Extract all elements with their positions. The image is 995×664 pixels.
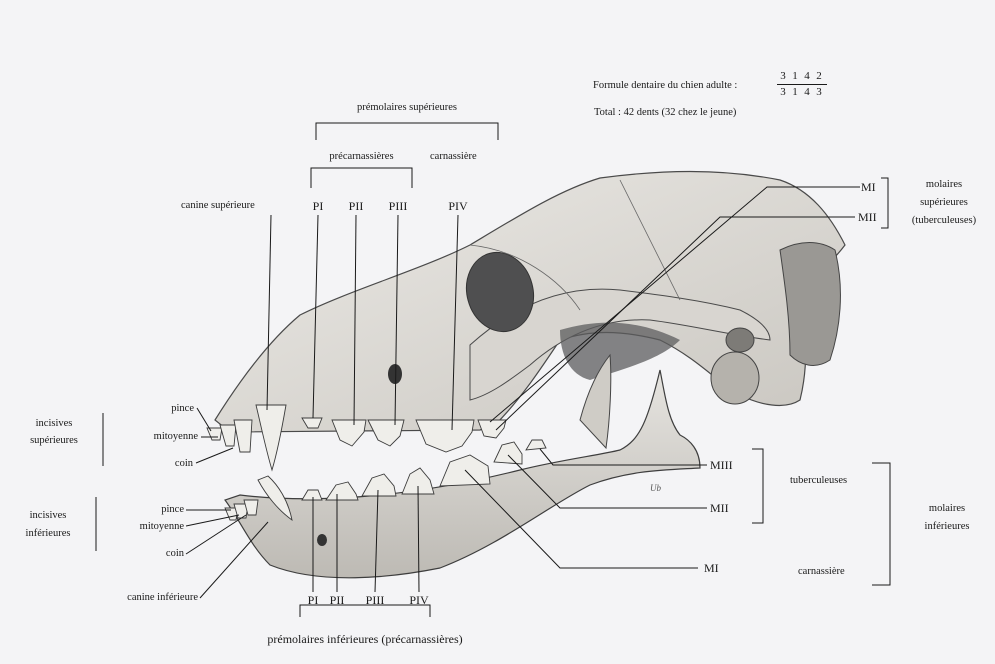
- lower-MIII-label: MIII: [710, 458, 733, 472]
- molaires-superieures-line3: (tuberculeuses): [894, 214, 994, 228]
- artist-signature: Ub: [650, 483, 661, 493]
- premolaires-inferieures-label: prémolaires inférieures (précarnassières…: [230, 632, 500, 646]
- infraorbital-foramen: [388, 364, 402, 384]
- canine-inferieure-label: canine inférieure: [80, 591, 198, 605]
- incisives-inferieures-line2: inférieures: [8, 527, 88, 541]
- incisives-superieures-line1: incisives: [14, 417, 94, 431]
- lower-pince-label: pince: [100, 503, 184, 517]
- upper-PIV-label: PIV: [442, 199, 474, 213]
- upper-MI-label: MI: [861, 180, 876, 194]
- premolaires-superieures-label: prémolaires supérieures: [316, 101, 498, 115]
- upper-MII-label: MII: [858, 210, 877, 224]
- lower-PIII-label: PIII: [359, 593, 391, 607]
- lower-PII-label: PII: [323, 593, 351, 607]
- formula-upper-incisors: 3: [777, 70, 789, 83]
- molaires-inferieures-line2: inférieures: [902, 520, 992, 534]
- formula-total: Total : 42 dents (32 chez le jeune): [594, 106, 736, 120]
- upper-pince-label: pince: [110, 402, 194, 416]
- canine-superieure-label: canine supérieure: [181, 199, 255, 213]
- upper-PIII-label: PIII: [382, 199, 414, 213]
- lower-mitoyenne-label: mitoyenne: [100, 520, 184, 534]
- formula-upper-molars: 2: [813, 70, 825, 83]
- lower-PI-label: PI: [301, 593, 325, 607]
- tuberculeuses-label: tuberculeuses: [790, 474, 847, 488]
- formula-fraction-bar: [777, 84, 827, 85]
- molaires-inferieures-line1: molaires: [902, 502, 992, 516]
- incisives-superieures-line2: supérieures: [14, 434, 94, 448]
- lower-MII-label: MII: [710, 501, 729, 515]
- lower-coin-label: coin: [100, 547, 184, 561]
- lower-PIV-label: PIV: [403, 593, 435, 607]
- tympanic-bulla: [711, 352, 759, 404]
- carnassiere-lower-label: carnassière: [798, 565, 845, 579]
- formula-upper-premolars: 4: [801, 70, 813, 83]
- formula-lower-incisors: 3: [777, 86, 789, 99]
- upper-coin-label: coin: [110, 457, 193, 471]
- upper-PII-label: PII: [342, 199, 370, 213]
- formula-upper-canine: 1: [789, 70, 801, 83]
- lower-MI-label: MI: [704, 561, 719, 575]
- molaires-superieures-line2: supérieures: [894, 196, 994, 210]
- carnassiere-upper-label: carnassière: [430, 150, 477, 164]
- upper-mitoyenne-label: mitoyenne: [110, 430, 198, 444]
- incisives-inferieures-line1: incisives: [8, 509, 88, 523]
- formula-lower-premolars: 4: [801, 86, 813, 99]
- formula-title: Formule dentaire du chien adulte :: [593, 79, 737, 93]
- formula-lower-molars: 3: [813, 86, 825, 99]
- upper-PI-label: PI: [306, 199, 330, 213]
- formula-lower-canine: 1: [789, 86, 801, 99]
- precarnassieres-label: précarnassières: [311, 150, 412, 164]
- molaires-superieures-line1: molaires: [894, 178, 994, 192]
